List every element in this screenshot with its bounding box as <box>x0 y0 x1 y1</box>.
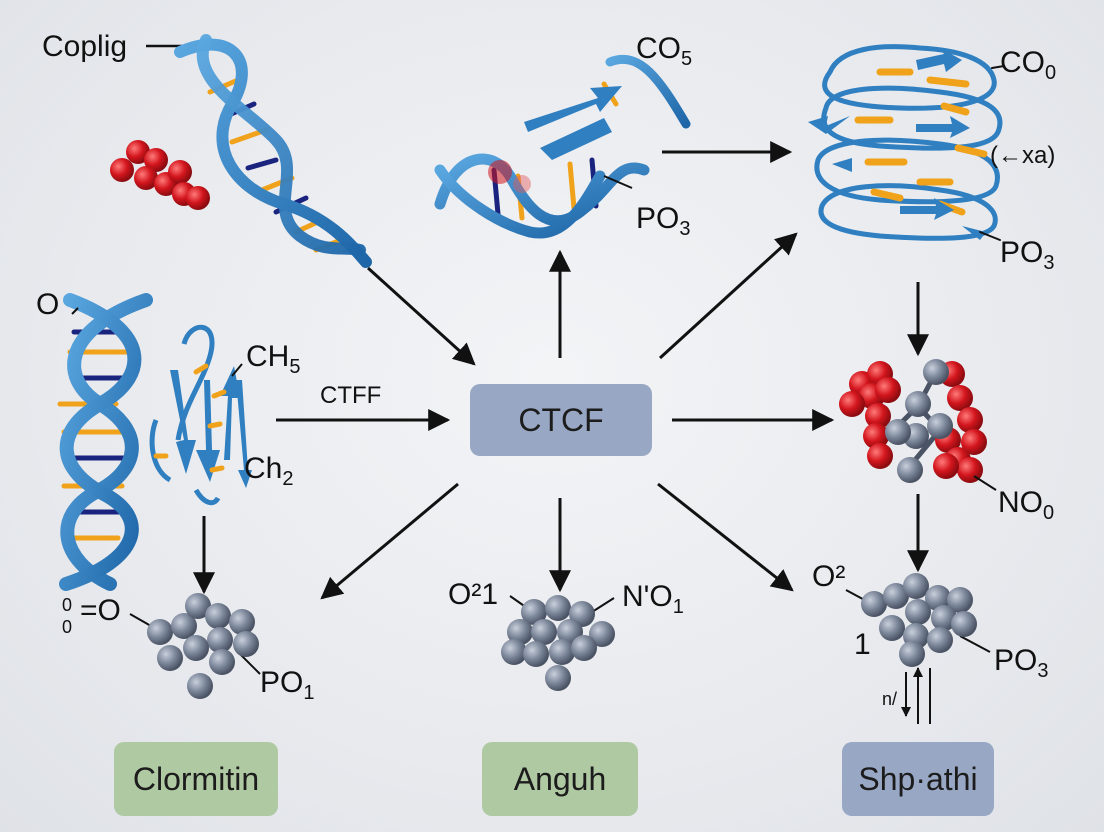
label-coplig: Coplig <box>42 30 128 63</box>
label-po1: PO1 <box>260 666 315 704</box>
label-ch2: Ch2 <box>244 452 294 490</box>
label-po1-sub: 1 <box>303 682 315 704</box>
shpathi-box[interactable]: Shp·athi <box>842 742 994 816</box>
anguh-box[interactable]: Anguh <box>482 742 638 816</box>
label-no1: N'O1 <box>622 580 684 618</box>
gray-cluster-bottom-right <box>845 573 991 667</box>
label-ctff: CTFF <box>320 382 382 409</box>
label-ch5: CH5 <box>246 340 301 378</box>
arrow-ctcf-downright <box>657 482 794 592</box>
label-ch5-sub: 5 <box>289 356 301 378</box>
label-ch2-sub: 2 <box>282 468 294 490</box>
label-o21: O²1 <box>448 578 499 611</box>
red-atom-cluster-top-left <box>110 140 210 210</box>
arrow-ctcf-upright <box>658 232 798 360</box>
label-co0: CO0 <box>1000 46 1057 84</box>
label-eq-o-sup: 0 <box>62 595 73 615</box>
label-po3-right: PO3 <box>1000 236 1055 274</box>
arrows <box>146 44 931 724</box>
label-no0-sub: 0 <box>1043 502 1055 524</box>
label-eq-o: =O <box>80 594 121 627</box>
label-po3-top-sub: 3 <box>679 218 691 240</box>
label-o-top-left: O <box>36 288 60 321</box>
gray-cluster-bottom-left <box>129 593 261 699</box>
protein-top-right <box>808 44 1005 241</box>
dna-helix-left <box>57 293 153 591</box>
label-po3-right-sub: 3 <box>1043 252 1055 274</box>
label-one-right: 1 <box>854 628 871 661</box>
label-co5: CO5 <box>636 32 693 70</box>
clormitin-box[interactable]: Clormitin <box>114 742 278 816</box>
arrow-ctcf-downleft <box>320 482 459 600</box>
label-eq-o-sub: 0 <box>62 617 73 637</box>
label-no1-sub: 1 <box>672 596 684 618</box>
label-no0: NO0 <box>998 486 1055 524</box>
dna-helix-top-left <box>174 34 372 268</box>
arrow-dna-to-ctcf <box>366 266 476 366</box>
ctcf-node[interactable]: CTCF <box>470 384 652 456</box>
label-po3-bottom: PO3 <box>994 644 1049 682</box>
protein-top-center <box>434 54 691 239</box>
label-po3-top: PO3 <box>636 202 691 240</box>
gray-cluster-bottom-center <box>501 595 615 691</box>
label-xa: (←xa) <box>990 142 1056 169</box>
label-po3-bottom-sub: 3 <box>1037 660 1049 682</box>
label-co0-sub: 0 <box>1045 62 1057 84</box>
red-gray-cluster-right <box>839 359 997 491</box>
label-n-small: n/ <box>882 689 898 709</box>
beta-sheet-left <box>149 324 252 506</box>
label-co5-sub: 5 <box>681 48 693 70</box>
label-o2-right: O² <box>812 560 846 593</box>
